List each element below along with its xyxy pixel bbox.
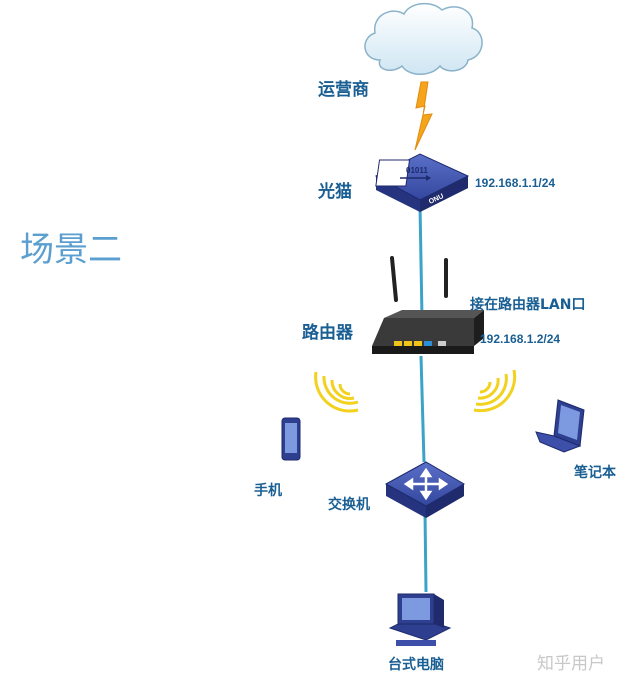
wifi-right-icon bbox=[473, 369, 517, 413]
laptop-label: 笔记本 bbox=[574, 465, 616, 481]
modem-chip-text: 01011 bbox=[406, 166, 428, 175]
laptop-icon bbox=[535, 399, 585, 453]
router-note: 接在路由器LAN口 bbox=[470, 297, 586, 313]
router-ip: 192.168.1.2/24 bbox=[480, 332, 561, 346]
desktop-icon bbox=[388, 593, 452, 646]
phone-icon bbox=[281, 417, 301, 461]
wifi-left-icon bbox=[314, 371, 359, 413]
watermark: 知乎用户 bbox=[537, 654, 605, 674]
desktop-label: 台式电脑 bbox=[388, 657, 444, 673]
isp-cloud-icon bbox=[364, 2, 483, 75]
modem-label: 光猫 bbox=[318, 182, 352, 202]
lightning-icon bbox=[414, 81, 433, 151]
phone-label: 手机 bbox=[254, 483, 282, 499]
switch-label: 交换机 bbox=[328, 497, 370, 513]
scene-title: 场景二 bbox=[20, 230, 122, 270]
modem-icon: 01011 ONU bbox=[374, 153, 470, 212]
router-label: 路由器 bbox=[302, 323, 353, 343]
switch-icon bbox=[384, 461, 465, 518]
router-icon bbox=[372, 256, 484, 354]
modem-ip: 192.168.1.1/24 bbox=[475, 176, 556, 190]
network-cables bbox=[418, 204, 428, 593]
isp-label: 运营商 bbox=[318, 80, 369, 100]
